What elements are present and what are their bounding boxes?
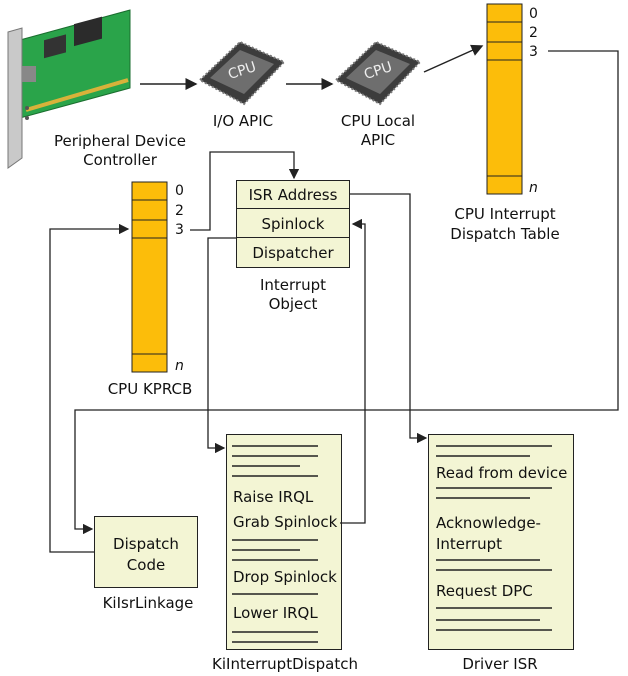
isr-address-field: ISR Address [237,181,349,209]
dispatch-table [486,3,523,195]
arrow-localapic-to-idt [423,44,484,73]
idt-index-0: 0 [529,6,538,22]
kprcb-index-2: 2 [175,203,184,219]
kprcb-index-n: n [175,358,184,374]
request-dpc-line: Request DPC [436,582,533,600]
interrupt-object-caption-line1: Interrupt [259,276,327,294]
driverisr-code-lines [436,445,552,631]
acknowledge-line: Acknowledge- [436,514,541,532]
interrupt-object: ISR Address Spinlock Dispatcher [236,180,350,268]
kiisrlinkage-caption: KiIsrLinkage [102,594,194,612]
peripheral-caption-line2: Controller [83,151,157,169]
local-apic-chip-icon [334,40,422,106]
read-from-device-line: Read from device [436,464,568,482]
idt-caption-line2: Dispatch Table [450,225,560,243]
line-kprcb3-to-interrupt-object [190,151,300,231]
idt-index-3: 3 [529,44,538,60]
dispatcher-field: Dispatcher [252,244,334,262]
dispatch-code-box: Dispatch Code [94,516,198,588]
line-dispatcher-to-kiinterruptdispatch [207,237,236,454]
interrupt-line: Interrupt [436,535,503,553]
line-grabspinlock-to-spinlock [340,218,366,524]
line-dispatch-to-kprcb [49,223,130,553]
kiinterruptdispatch-code-lines [232,445,318,643]
kprcb-index-0: 0 [175,183,184,199]
grab-spinlock-line: Grab Spinlock [233,513,338,531]
kprcb-caption: CPU KPRCB [107,380,193,398]
idt-index-n: n [529,180,538,196]
spinlock-field: Spinlock [237,210,349,238]
idt-index-2: 2 [529,25,538,41]
io-apic-caption: I/O APIC [212,112,274,130]
idt-caption-line1: CPU Interrupt [454,205,556,223]
driver-isr-caption: Driver ISR [462,655,538,673]
kprcb-index-3: 3 [175,222,184,238]
drop-spinlock-line: Drop Spinlock [233,568,337,586]
local-apic-caption-line1: CPU Local [340,112,416,130]
dispatch-code-line2: Code [126,556,166,574]
io-apic-chip-icon [198,40,286,106]
interrupt-object-caption-line2: Object [268,295,318,313]
network-card-icon [7,9,131,169]
line-idt3-to-dispatch [74,50,619,535]
kiinterruptdispatch-caption: KiInterruptDispatch [212,655,358,673]
line-israddress-to-driverisr [350,193,428,444]
peripheral-caption-line1: Peripheral Device [54,132,186,150]
raise-irql-line: Raise IRQL [233,488,314,506]
local-apic-caption-line2: APIC [360,131,396,149]
kiinterruptdispatch-box [226,434,342,650]
kprcb-table [131,181,168,373]
dispatch-code-line1: Dispatch [113,535,179,553]
lower-irql-line: Lower IRQL [233,604,318,622]
